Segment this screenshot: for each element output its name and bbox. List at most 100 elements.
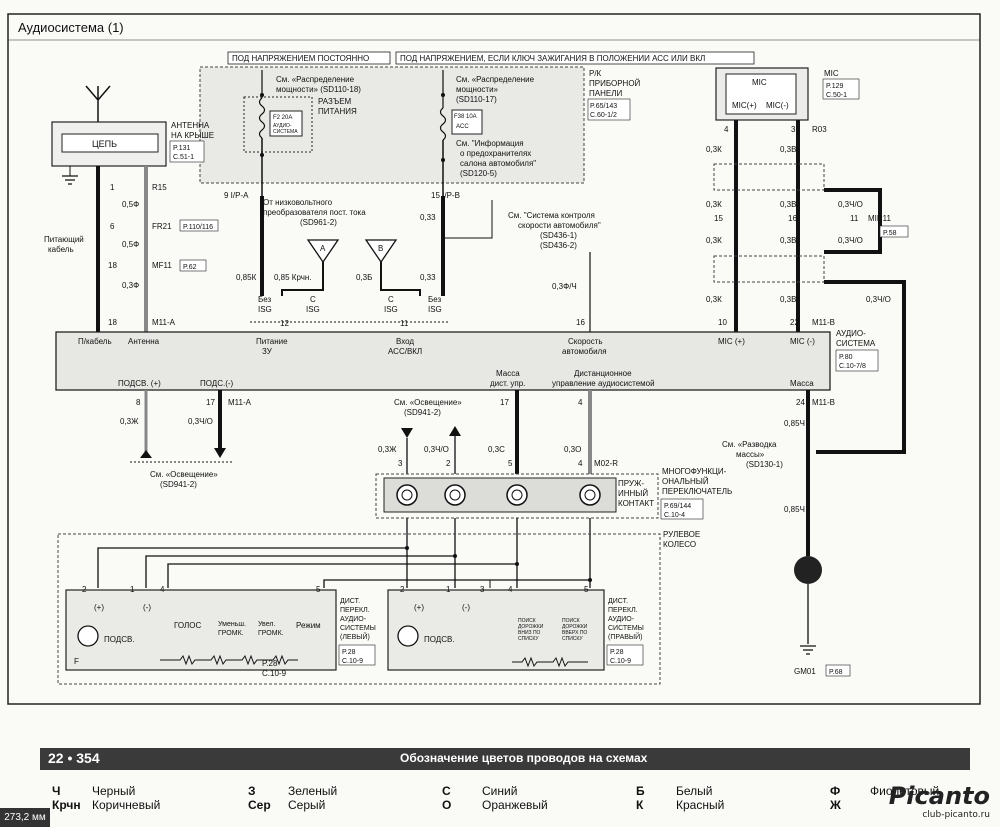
pin-m11a: M11-A bbox=[152, 318, 176, 327]
triangle-b-icon bbox=[364, 239, 398, 264]
mic-w03k-4: 0,3К bbox=[706, 295, 722, 304]
triangle-b-label: B bbox=[378, 244, 383, 253]
mic-label: MIC bbox=[752, 78, 767, 87]
fuse-f2-desc-2: СИСТЕМА bbox=[273, 129, 298, 135]
sw-m02r: M02-R bbox=[594, 459, 618, 468]
dcdc-label-3: (SD961-2) bbox=[300, 218, 337, 227]
triangle-a-icon bbox=[306, 239, 340, 264]
pin-fr21-num: 6 bbox=[110, 222, 115, 231]
rsw-resistor-ladder bbox=[512, 656, 588, 668]
audio-pin-cable: П/кабель bbox=[78, 337, 112, 346]
wheel-label-1: РУЛЕВОЕ bbox=[663, 530, 700, 539]
connector-label-2: ПИТАНИЯ bbox=[318, 107, 357, 116]
pin-mf11-num: 18 bbox=[108, 261, 117, 270]
dcdc-label-2: преобразователя пост. тока bbox=[263, 208, 366, 217]
see-info-3: салона автомобиля" bbox=[460, 159, 536, 168]
rsw-track-down-4: СПИСКУ bbox=[518, 636, 539, 642]
msw-label-1: МНОГОФУНКЦИ- bbox=[662, 467, 727, 476]
legend-title: Обозначение цветов проводов на схемах bbox=[400, 751, 648, 765]
audio-system-block bbox=[55, 331, 831, 391]
power-cable-label-1: Питающий bbox=[44, 235, 84, 244]
rsw-plus: (+) bbox=[414, 603, 424, 612]
antenna-label-1: АНТЕННА bbox=[171, 121, 210, 130]
rsw-track-up-2: ДОРОЖКИ bbox=[562, 624, 588, 630]
fuse-panel-label-1: Р/К bbox=[589, 69, 602, 78]
wiring-diagram: Аудиосистема (1) ПОД НАПРЯЖЕНИЕМ ПОСТОЯН… bbox=[7, 13, 981, 705]
remote-w1: 0,3С bbox=[488, 445, 505, 454]
rsw-pin-2: 2 bbox=[400, 585, 405, 594]
bez-isg-1b: ISG bbox=[258, 305, 272, 314]
mic-w03v-4: 0,3В bbox=[780, 295, 796, 304]
antenna-ref-2: C.51-1 bbox=[173, 154, 194, 161]
sw-pin-4: 4 bbox=[578, 459, 583, 468]
audio-pin-power-2: ЗУ bbox=[262, 347, 273, 356]
light-pin-8: 8 bbox=[136, 398, 141, 407]
see-power-1b: мощности» (SD110-18) bbox=[276, 85, 361, 94]
see-info-2: о предохранителях bbox=[460, 149, 531, 158]
light-w1: 0,3Ж bbox=[120, 417, 139, 426]
rsw-lamp-icon bbox=[397, 625, 419, 647]
rsw-pin-4: 4 bbox=[508, 585, 513, 594]
wire-ipa: 9 I/P-A bbox=[224, 191, 249, 200]
header-ignition-power: ПОД НАПРЯЖЕНИЕМ, ЕСЛИ КЛЮЧ ЗАЖИГАНИЯ В П… bbox=[400, 54, 705, 63]
pin-mf11-ref: P.62 bbox=[183, 264, 197, 271]
msw-label-2: ОНАЛЬНЫЙ bbox=[662, 477, 709, 486]
lsw-volup-1: Увел. bbox=[258, 621, 275, 628]
mic-shield-w2: 0,3Ч/О bbox=[838, 236, 863, 245]
mic-ref-2: C.50-1 bbox=[826, 92, 847, 99]
mic-minus-label: MIC(-) bbox=[766, 101, 789, 110]
s-isg-1a: С bbox=[310, 295, 316, 304]
light2-w2: 0,3Ч/О bbox=[424, 445, 449, 454]
rsw-track-up-1: ПОИСК bbox=[562, 618, 580, 624]
antenna-label-2: НА КРЫШЕ bbox=[171, 131, 214, 140]
rsw-track-down-1: ПОИСК bbox=[518, 618, 536, 624]
mic-pin-16: 16 bbox=[788, 214, 797, 223]
audio-pin-mic-minus: MIC (-) bbox=[790, 337, 815, 346]
light-pin-17: 17 bbox=[206, 398, 215, 407]
lsw-voice: ГОЛОС bbox=[174, 621, 201, 630]
wire-03: 0,3Ф bbox=[122, 281, 139, 290]
lsw-title-1: P.28 bbox=[262, 659, 278, 668]
triangle-a-label: A bbox=[320, 244, 326, 253]
dcdc-label-1: От низковольтного bbox=[263, 198, 333, 207]
fuse-panel-label-3: ПАНЕЛИ bbox=[589, 89, 622, 98]
speed-see-1: См. "Система контроля bbox=[508, 211, 595, 220]
rsw-track-up-3: ВВЕРХ ПО bbox=[562, 630, 587, 636]
lsw-name-2: ПЕРЕКЛ. bbox=[340, 607, 370, 614]
audio-pin-remote-1: Дистанционное bbox=[574, 369, 632, 378]
msw-ref-2: C.10-4 bbox=[664, 512, 685, 519]
rsw-track-up-4: СПИСКУ bbox=[562, 636, 583, 642]
rsw-pin-1: 1 bbox=[446, 585, 451, 594]
mic-w03k-3: 0,3К bbox=[706, 236, 722, 245]
wire-033-2: 0,33 bbox=[420, 273, 436, 282]
rsw-name-2: ПЕРЕКЛ. bbox=[608, 607, 638, 614]
steering-wheel-area bbox=[57, 533, 661, 685]
clock-spring-coils bbox=[396, 484, 601, 506]
see-info-1: См. "Информация bbox=[456, 139, 524, 148]
light-m11a: M11-A bbox=[228, 398, 252, 407]
rsw-pin-5: 5 bbox=[584, 585, 589, 594]
lsw-resistor-ladder bbox=[160, 654, 298, 666]
sw-pin-2: 2 bbox=[446, 459, 451, 468]
lsw-title-2: C.10-9 bbox=[262, 669, 287, 678]
remote-pin-17: 17 bbox=[500, 398, 509, 407]
audio-pin-ground: Масса bbox=[790, 379, 814, 388]
audio-pin-remote-2: управление аудиосистемой bbox=[552, 379, 655, 388]
pin-r15: R15 bbox=[152, 183, 167, 192]
audio-title-1: АУДИО- bbox=[836, 329, 866, 338]
speed-see-3: (SD436-1) bbox=[540, 231, 577, 240]
rsw-name-3: АУДИО- bbox=[608, 616, 635, 623]
antenna-circuit-label: ЦЕПЬ bbox=[92, 139, 117, 149]
connector-label-1: РАЗЪЕМ bbox=[318, 97, 352, 106]
lsw-minus: (-) bbox=[143, 603, 151, 612]
fuse-f2-label: F2 20A bbox=[273, 115, 292, 121]
light-w2: 0,3Ч/О bbox=[188, 417, 213, 426]
mic-w03v-2: 0,3В bbox=[780, 200, 796, 209]
mic-w03v-3: 0,3В bbox=[780, 236, 796, 245]
wire-085k: 0,85К bbox=[236, 273, 257, 282]
see-power-2c: (SD110-17) bbox=[456, 95, 497, 104]
audio-pin-backlight-minus: ПОДС.(-) bbox=[200, 379, 234, 388]
